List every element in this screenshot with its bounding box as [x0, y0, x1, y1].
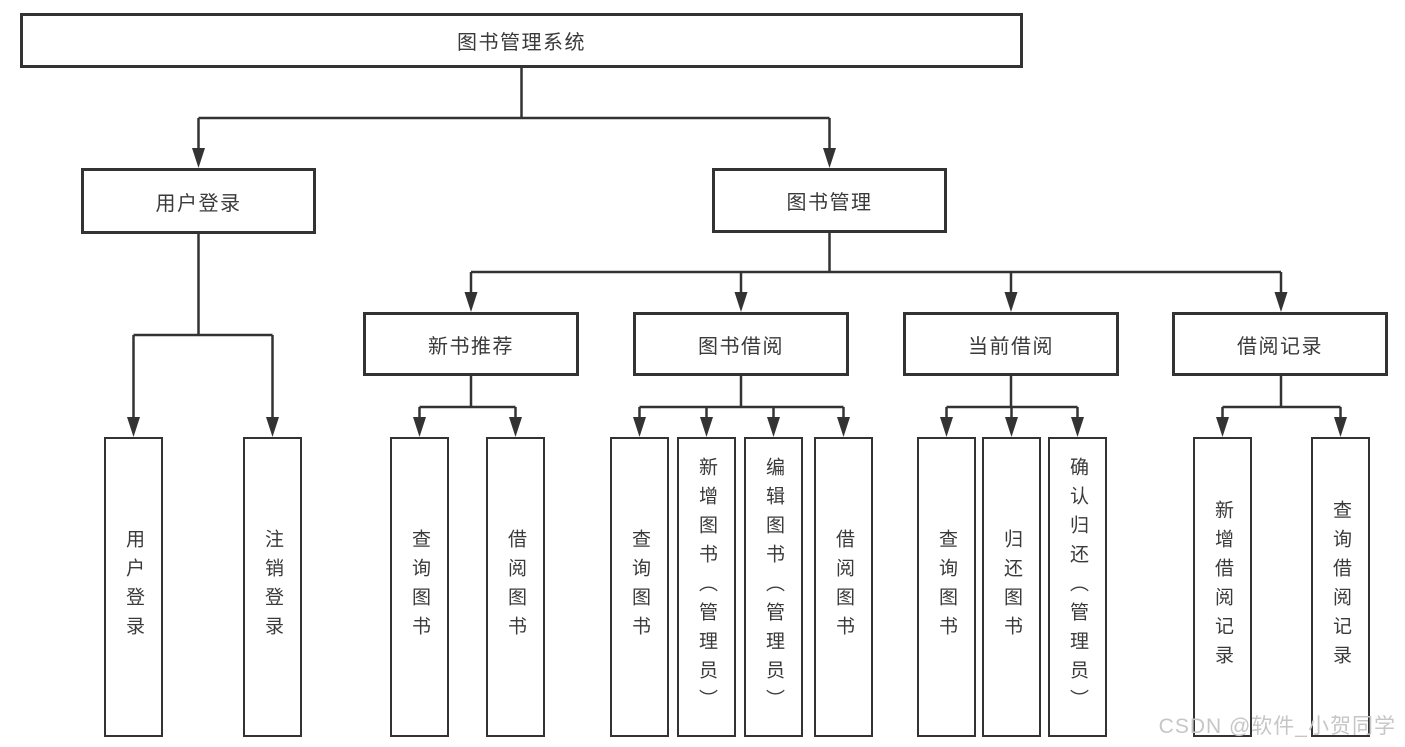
- node-label: 图书管理: [786, 192, 873, 214]
- leaf-query-books-current: 查询图书: [917, 437, 976, 737]
- leaf-query-books-borrowing: 查询图书: [610, 437, 669, 737]
- node-label: 查询图书: [409, 529, 430, 645]
- arrowhead: [734, 292, 748, 312]
- leaf-query-books-recommend: 查询图书: [390, 437, 449, 737]
- node-label: 借阅图书: [833, 529, 854, 645]
- leaf-query-borrow-record: 查询借阅记录: [1311, 437, 1370, 737]
- node-book-management: 图书管理: [712, 168, 947, 233]
- arrowhead: [266, 417, 279, 437]
- leaf-return-book: 归还图书: [982, 437, 1041, 737]
- node-label: 确认归还（管理员）: [1067, 456, 1088, 718]
- leaf-confirm-return-admin: 确认归还（管理员）: [1048, 437, 1107, 737]
- node-label: 查询图书: [629, 529, 650, 645]
- arrowhead: [1274, 292, 1288, 312]
- arrowhead: [700, 417, 713, 437]
- node-label: 图书管理系统: [457, 32, 586, 54]
- node-label: 用户登录: [123, 529, 144, 645]
- node-label: 用户登录: [155, 192, 242, 215]
- arrowhead: [127, 417, 140, 437]
- node-label: 注销登录: [262, 529, 283, 645]
- node-label: 归还图书: [1001, 529, 1022, 645]
- leaf-add-borrow-record: 新增借阅记录: [1193, 437, 1252, 737]
- node-new-book-recommendation: 新书推荐: [363, 312, 579, 376]
- node-label: 当前借阅: [968, 335, 1054, 358]
- arrowhead: [633, 417, 646, 437]
- node-current-borrowing: 当前借阅: [903, 312, 1119, 376]
- arrowhead: [192, 148, 205, 168]
- arrowhead: [1071, 417, 1084, 437]
- node-label: 新书推荐: [428, 335, 514, 358]
- leaf-add-book-admin: 新增图书（管理员）: [677, 437, 736, 737]
- node-label: 借阅图书: [505, 529, 526, 645]
- node-label: 图书借阅: [698, 335, 784, 358]
- leaf-borrow-books-recommend: 借阅图书: [486, 437, 545, 737]
- watermark: CSDN @软件_小贺同学: [1158, 715, 1396, 738]
- node-label: 借阅记录: [1237, 335, 1323, 358]
- arrowhead: [837, 417, 850, 437]
- node-label: 新增借阅记录: [1212, 500, 1233, 674]
- arrowhead: [1334, 417, 1347, 437]
- arrowhead: [464, 292, 478, 312]
- node-borrowing-records: 借阅记录: [1172, 312, 1388, 376]
- arrowhead: [823, 148, 836, 168]
- arrowhead: [1004, 292, 1018, 312]
- node-label: 查询借阅记录: [1330, 500, 1351, 674]
- leaf-user-login: 用户登录: [104, 437, 163, 737]
- node-user-login: 用户登录: [81, 168, 316, 234]
- arrowhead: [509, 417, 522, 437]
- node-label: 编辑图书（管理员）: [763, 456, 784, 718]
- arrowhead: [940, 417, 953, 437]
- arrowhead: [1005, 417, 1018, 437]
- leaf-edit-book-admin: 编辑图书（管理员）: [744, 437, 803, 737]
- node-library-management-system: 图书管理系统: [20, 13, 1023, 68]
- leaf-logout: 注销登录: [243, 437, 302, 737]
- node-label: 新增图书（管理员）: [696, 456, 717, 718]
- arrowhead: [1216, 417, 1229, 437]
- arrowhead: [767, 417, 780, 437]
- node-book-borrowing: 图书借阅: [633, 312, 849, 376]
- arrowhead: [413, 417, 426, 437]
- leaf-borrow-books: 借阅图书: [814, 437, 873, 737]
- node-label: 查询图书: [936, 529, 957, 645]
